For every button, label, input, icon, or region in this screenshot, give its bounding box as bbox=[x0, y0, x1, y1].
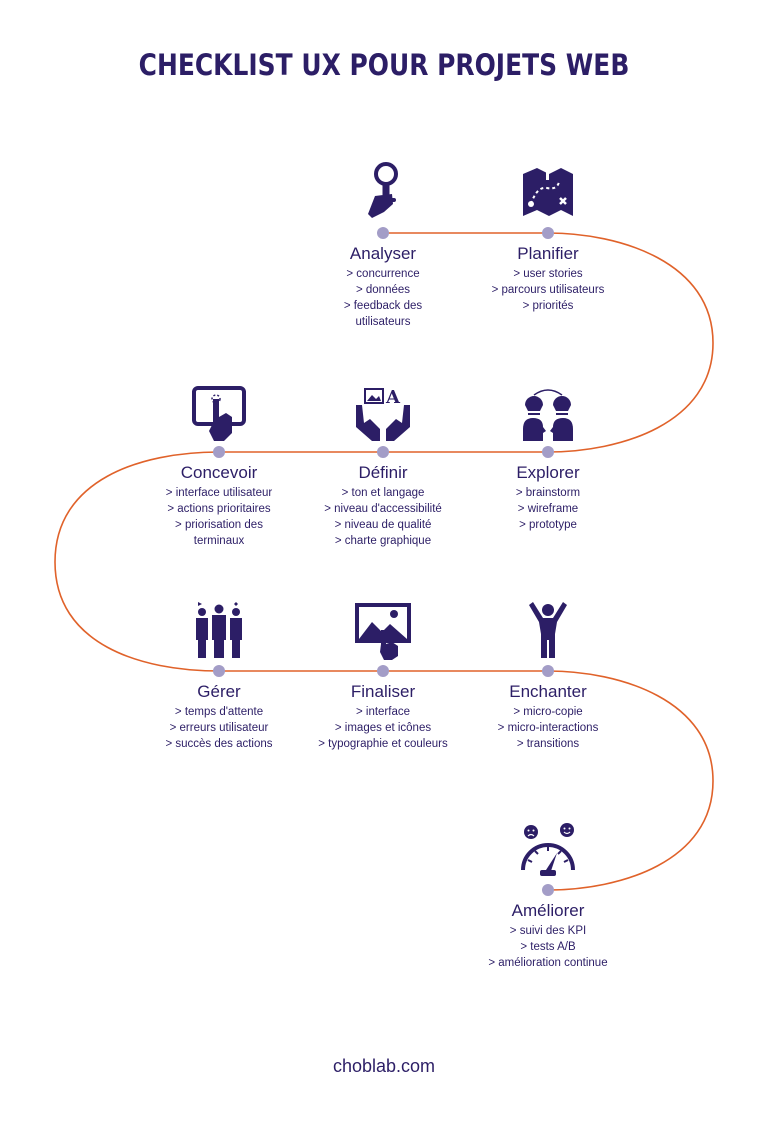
step-title: Planifier bbox=[517, 244, 579, 263]
step-finaliser: Finaliser > interface > images et icônes… bbox=[293, 682, 473, 752]
step-item: > user stories bbox=[513, 268, 583, 280]
step-item: > suivi des KPI bbox=[509, 925, 587, 937]
step-item: > micro-copie bbox=[513, 706, 583, 718]
step-item: > interface utilisateur bbox=[165, 487, 273, 499]
step-title: Définir bbox=[358, 463, 408, 482]
step-concevoir: Concevoir > interface utilisateur > acti… bbox=[129, 463, 309, 549]
step-title: Finaliser bbox=[350, 682, 416, 701]
satisfaction-gauge-icon bbox=[513, 820, 583, 884]
step-item: > succès des actions bbox=[165, 738, 273, 750]
step-title: Analyser bbox=[349, 244, 417, 263]
step-explorer: Explorer > brainstorm > wireframe > prot… bbox=[458, 463, 638, 533]
step-title: Améliorer bbox=[511, 901, 585, 920]
step-dot-gerer bbox=[213, 665, 225, 677]
step-item: > concurrence bbox=[346, 268, 420, 280]
treasure-map-icon bbox=[513, 162, 583, 226]
svg-text:A: A bbox=[385, 387, 401, 408]
step-dot-definir bbox=[377, 446, 389, 458]
step-title: Enchanter bbox=[509, 682, 587, 701]
step-item: > interface bbox=[355, 706, 411, 718]
step-dot-ameliorer bbox=[542, 884, 554, 896]
step-title: Explorer bbox=[516, 463, 580, 482]
step-item: > feedback des utilisateurs bbox=[343, 300, 423, 328]
step-dot-planifier bbox=[542, 227, 554, 239]
step-item: > prototype bbox=[519, 519, 577, 531]
step-ameliorer: Améliorer > suivi des KPI > tests A/B > … bbox=[458, 901, 638, 971]
step-dot-finaliser bbox=[377, 665, 389, 677]
step-title: Concevoir bbox=[180, 463, 258, 482]
step-item: > typographie et couleurs bbox=[318, 738, 448, 750]
hand-magnifier-icon bbox=[348, 160, 418, 224]
step-dot-analyser bbox=[377, 227, 389, 239]
step-item: > temps d'attente bbox=[174, 706, 264, 718]
step-dot-enchanter bbox=[542, 665, 554, 677]
people-group-icon bbox=[184, 600, 254, 664]
step-item: > données bbox=[355, 284, 411, 296]
step-title: Gérer bbox=[197, 682, 241, 701]
step-item: > micro-interactions bbox=[497, 722, 599, 734]
step-item: > images et icônes bbox=[334, 722, 432, 734]
site-footer-link[interactable]: choblab.com bbox=[332, 1056, 436, 1076]
step-item: > niveau de qualité bbox=[334, 519, 432, 531]
step-item: > parcours utilisateurs bbox=[491, 284, 605, 296]
step-gerer: Gérer > temps d'attente > erreurs utilis… bbox=[129, 682, 309, 752]
step-item: > ton et langage bbox=[341, 487, 425, 499]
step-item: > charte graphique bbox=[334, 535, 432, 547]
step-dot-explorer bbox=[542, 446, 554, 458]
step-analyser: Analyser > concurrence > données > feedb… bbox=[293, 244, 473, 330]
step-item: > wireframe bbox=[517, 503, 579, 515]
step-item: > priorités bbox=[522, 300, 574, 312]
hands-image-letter-icon: A bbox=[348, 383, 418, 447]
step-item: > transitions bbox=[516, 738, 580, 750]
person-cheering-icon bbox=[513, 600, 583, 664]
step-item: > priorisation des terminaux bbox=[175, 519, 263, 547]
step-enchanter: Enchanter > micro-copie > micro-interact… bbox=[458, 682, 638, 752]
step-dot-concevoir bbox=[213, 446, 225, 458]
heads-lightbulbs-icon bbox=[513, 385, 583, 449]
step-item: > tests A/B bbox=[520, 941, 576, 953]
step-planifier: Planifier > user stories > parcours util… bbox=[458, 244, 638, 314]
step-definir: Définir > ton et langage > niveau d'acce… bbox=[293, 463, 473, 549]
step-item: > brainstorm bbox=[515, 487, 581, 499]
step-item: > erreurs utilisateur bbox=[169, 722, 269, 734]
picture-touch-icon bbox=[348, 600, 418, 664]
tablet-touch-icon bbox=[184, 383, 254, 447]
step-item: > amélioration continue bbox=[488, 957, 608, 969]
step-item: > niveau d'accessibilité bbox=[324, 503, 442, 515]
page-title: CHECKLIST UX POUR PROJETS WEB bbox=[138, 48, 630, 82]
step-item: > actions prioritaires bbox=[167, 503, 271, 515]
